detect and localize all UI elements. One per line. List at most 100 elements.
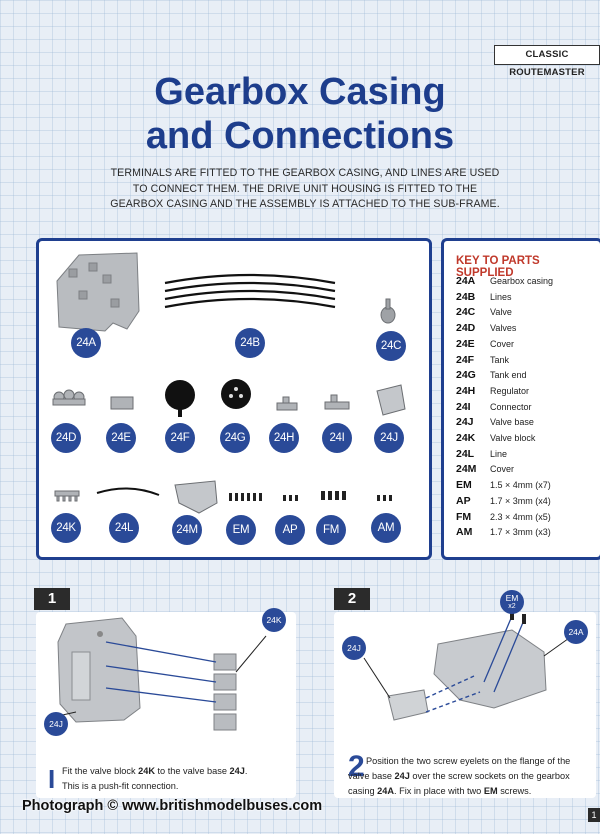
page-title: Gearbox Casing and Connections <box>0 70 600 158</box>
key-item: AM 1.7 × 3mm (x3) <box>456 526 551 541</box>
key-item: 24D Valves <box>456 322 516 337</box>
part-label-24c: 24C <box>376 331 406 361</box>
part-label-24d: 24D <box>51 423 81 453</box>
key-item: 24H Regulator <box>456 385 529 400</box>
key-item-code: 24M <box>456 463 477 476</box>
part-label-24e: 24E <box>106 423 136 453</box>
key-item-code: 24G <box>456 369 476 382</box>
part-label-24j: 24J <box>374 423 404 453</box>
part-label-24k: 24K <box>51 513 81 543</box>
lines-illustration <box>164 273 336 309</box>
parts-illustrations <box>52 252 406 514</box>
page-tab: 1 <box>588 808 600 822</box>
key-item: 24A Gearbox casing <box>456 275 553 290</box>
key-item-name: Valve <box>490 307 512 318</box>
key-item-code: 24A <box>456 275 476 287</box>
title-line-2: and Connections <box>145 115 455 157</box>
key-item-name: Cover <box>490 464 515 475</box>
key-item-code: 24J <box>456 416 474 429</box>
step-2-text: Position the two screw eyelets on the fl… <box>348 756 571 796</box>
key-item: 24J Valve base <box>456 416 534 431</box>
key-item-name: Gearbox casing <box>490 276 554 286</box>
key-item-name: Lines <box>490 291 512 302</box>
key-item-name: Line <box>490 448 508 459</box>
key-item-code: 24C <box>456 306 476 319</box>
key-item: 24M Cover <box>456 463 514 478</box>
gearbox-casing-illustration <box>56 252 140 332</box>
step-1-text: Fit the valve block 24K to the valve bas… <box>62 766 248 791</box>
em-callout-label: EM <box>505 593 519 603</box>
part-label-24l: 24L <box>109 513 139 543</box>
key-item-code: 24D <box>456 322 476 335</box>
key-item: 24L Line <box>456 448 507 463</box>
intro-text: TERMINALS ARE FITTED TO THE GEARBOX CASI… <box>110 167 500 210</box>
part-label-24g: 24G <box>220 423 250 453</box>
step-1-illustration <box>57 617 267 731</box>
key-item-code: 24E <box>456 337 475 350</box>
key-item-code: AP <box>456 494 471 507</box>
part-label-24a: 24A <box>71 328 101 358</box>
step-1-callout-24k: 24K <box>262 608 286 632</box>
em-callout-qty: x2 <box>508 603 516 610</box>
step-2-callout-em: EM x2 <box>500 590 524 614</box>
key-item-name: Valve base <box>490 417 534 428</box>
key-item-code: 24L <box>456 447 475 460</box>
key-item-name: 1.5 × 4mm (x7) <box>490 480 551 491</box>
key-item: 24G Tank end <box>456 369 527 384</box>
cover-m-illustration <box>174 480 218 514</box>
part-label-24f: 24F <box>165 423 195 453</box>
tank-illustration <box>165 380 195 417</box>
part-label-am: AM <box>371 513 401 543</box>
step-2-callout-24a: 24A <box>564 620 588 644</box>
tank-end-illustration <box>221 379 251 409</box>
key-title: KEY TO PARTS SUPPLIED <box>456 255 540 279</box>
part-label-24i: 24I <box>322 423 352 453</box>
step-2-panel: EM x2 24A 24J 2 Position the two screw e… <box>334 590 596 798</box>
key-item-name: Regulator <box>490 385 530 396</box>
part-label-24m: 24M <box>172 515 202 545</box>
key-item-code: 24F <box>456 353 475 366</box>
photo-credit: Photograph © www.britishmodelbuses.com <box>22 798 323 814</box>
key-item-code: AM <box>456 526 473 539</box>
valve-illustration <box>380 298 396 324</box>
key-item-name: Valves <box>490 323 517 334</box>
key-item-name: 1.7 × 3mm (x3) <box>490 527 551 538</box>
valve-block-illustration <box>54 490 80 502</box>
key-item: 24C Valve <box>456 306 512 321</box>
valve-base-illustration <box>376 384 406 416</box>
key-item-name: Tank end <box>490 370 527 381</box>
key-item: 24E Cover <box>456 338 514 353</box>
key-item: 24K Valve block <box>456 432 535 447</box>
step-2-bignum: 2 <box>348 750 365 783</box>
part-label-24b: 24B <box>235 328 265 358</box>
regulator-illustration <box>276 396 298 411</box>
key-item-code: 24H <box>456 384 476 397</box>
step-1-panel: 24K 24J I Fit the valve block 24K to the… <box>36 608 296 798</box>
part-label-em: EM <box>226 515 256 545</box>
step-1-bignum: I <box>48 764 56 794</box>
key-item-name: Connector <box>490 401 532 412</box>
key-item-name: 1.7 × 3mm (x4) <box>490 495 551 506</box>
parts-panel: 24A 24B 24C 24D 24E 24F 24G 24H 24I 24J … <box>36 238 432 560</box>
step-1-callout-24j: 24J <box>44 712 68 736</box>
part-label-fm: FM <box>316 515 346 545</box>
connector-illustration <box>324 394 350 410</box>
key-item-code: EM <box>456 479 472 492</box>
title-line-1: Gearbox Casing <box>154 71 446 113</box>
part-label-24h: 24H <box>269 423 299 453</box>
step-1-number: 1 <box>34 588 70 610</box>
valves-illustration <box>52 389 86 406</box>
part-label-ap: AP <box>275 515 305 545</box>
key-item-name: Cover <box>490 338 515 349</box>
key-item-code: 24K <box>456 432 476 444</box>
cover-illustration <box>110 396 134 410</box>
key-item: AP 1.7 × 3mm (x4) <box>456 495 551 510</box>
series-tag: CLASSIC ROUTEMASTER <box>494 45 600 78</box>
key-item-name: Valve block <box>490 433 536 443</box>
key-item-name: 2.3 × 4mm (x5) <box>490 511 551 522</box>
